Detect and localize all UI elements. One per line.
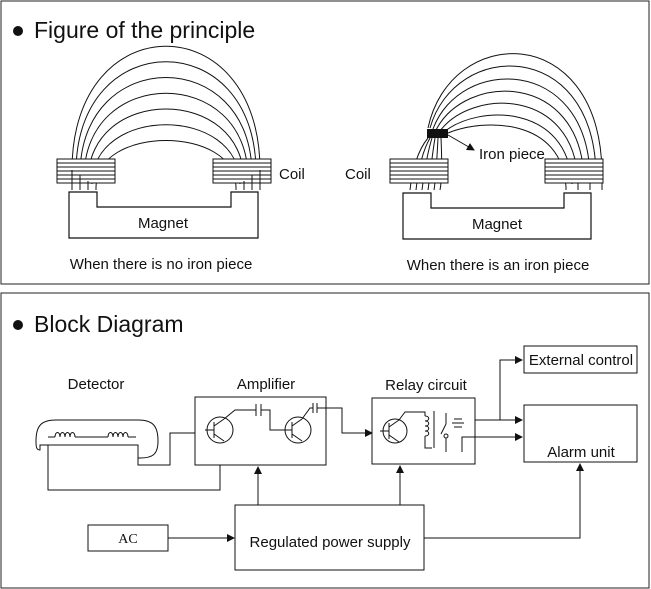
- field-lines-left-lower: [71, 170, 261, 190]
- field-lines-right: [409, 53, 603, 191]
- bullet-icon: [13, 320, 23, 330]
- alarm-unit-label: Alarm unit: [547, 444, 615, 461]
- block-panel: [0, 292, 650, 589]
- coil-left-b: [212, 158, 272, 184]
- external-control-label: External control: [529, 352, 633, 369]
- relay-label: Relay circuit: [385, 377, 468, 394]
- relay-circuit: [380, 411, 464, 452]
- coil-left-label: Coil: [279, 166, 305, 183]
- amplifier-label: Amplifier: [237, 376, 295, 393]
- magnet-right: [402, 192, 592, 240]
- external-control-box: [523, 345, 638, 374]
- coil-right-b: [544, 158, 604, 184]
- caption-right: When there is an iron piece: [407, 257, 590, 274]
- coil-right-a: [389, 158, 449, 184]
- field-lines-left: [71, 45, 261, 188]
- power-supply-label: Regulated power supply: [250, 534, 411, 551]
- magnet-left: [68, 191, 259, 239]
- relay-to-alarm-arrow-2: [461, 433, 523, 452]
- block-title: Block Diagram: [34, 311, 184, 337]
- power-to-alarm-arrow: [424, 463, 584, 539]
- coil-left-a: [56, 158, 116, 184]
- ac-label: AC: [118, 532, 137, 547]
- principle-title: Figure of the principle: [34, 17, 255, 43]
- caption-left: When there is no iron piece: [70, 256, 253, 273]
- relay-to-external-arrow: [499, 356, 523, 420]
- detector-label: Detector: [68, 376, 125, 393]
- amplifier-circuit: [205, 403, 370, 444]
- magnet-left-label: Magnet: [138, 215, 189, 232]
- iron-piece-label: Iron piece: [479, 146, 545, 163]
- alarm-unit-box: [523, 404, 638, 463]
- magnet-right-label: Magnet: [472, 216, 523, 233]
- detector-sensor: [35, 419, 221, 491]
- bullet-icon: [13, 26, 23, 36]
- ac-box: [87, 524, 169, 552]
- iron-piece: [427, 129, 448, 138]
- principle-panel: [0, 0, 650, 285]
- coil-right-label: Coil: [345, 166, 371, 183]
- iron-arrow: [447, 134, 475, 151]
